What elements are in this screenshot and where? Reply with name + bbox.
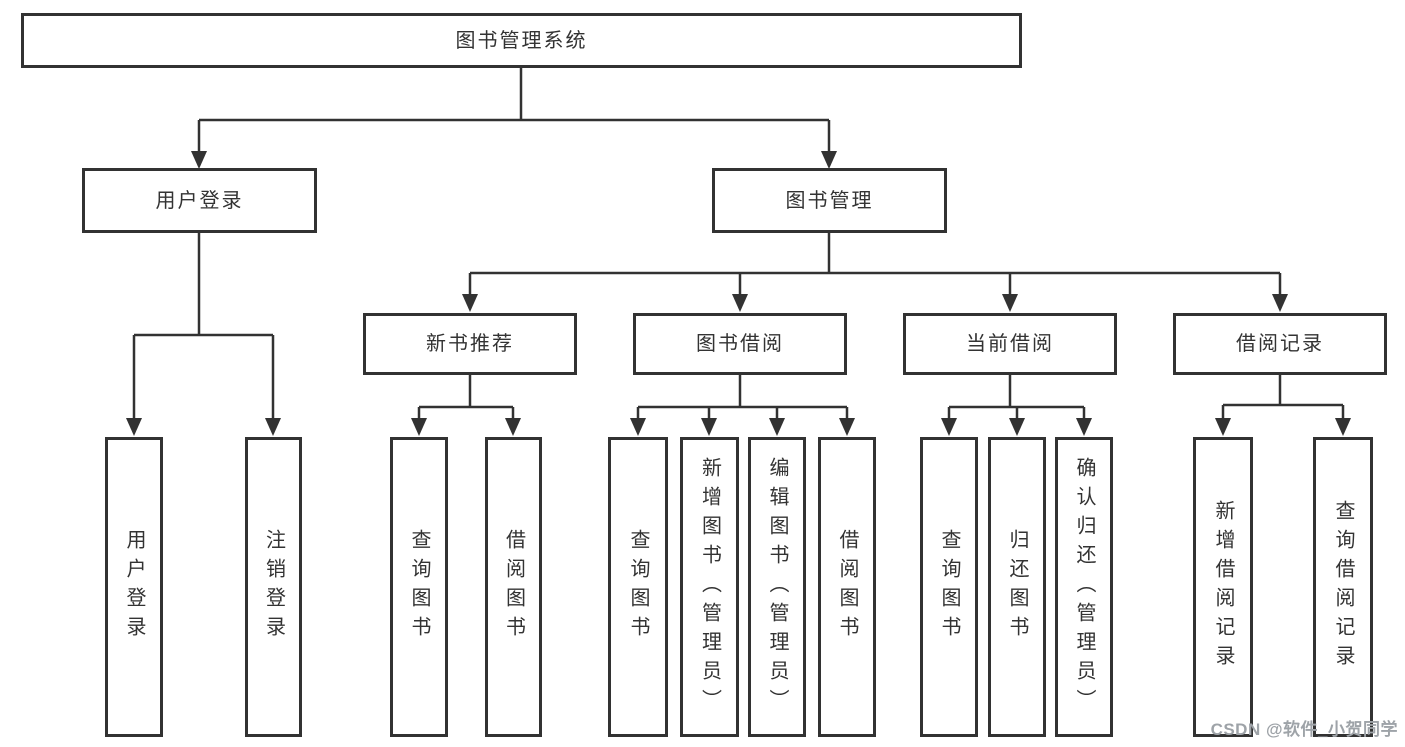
- node-current-borrow-label: 当前借阅: [966, 333, 1054, 355]
- edge-new-book-rec: [417, 375, 515, 421]
- arrow-down-icon: [1272, 294, 1288, 312]
- edge-borrow-records: [1221, 375, 1345, 421]
- node-leaf-br-add-record-label: 新增借阅记录: [1212, 500, 1234, 674]
- node-book-borrow: 图书借阅: [633, 313, 847, 375]
- node-leaf-cb-return-book: 归还图书: [988, 437, 1046, 737]
- node-leaf-bb-edit-book-label: 编辑图书（管理员）: [766, 456, 788, 718]
- node-root: 图书管理系统: [21, 13, 1022, 68]
- connector-paths: [132, 68, 1345, 421]
- arrow-down-icon: [126, 418, 142, 436]
- node-leaf-cb-query-book-label: 查询图书: [938, 529, 960, 645]
- arrow-down-icon: [411, 418, 427, 436]
- arrow-down-icon: [1215, 418, 1231, 436]
- node-borrow-records: 借阅记录: [1173, 313, 1387, 375]
- edge-book-mgmt: [468, 233, 1282, 297]
- node-leaf-rec-borrow-book-label: 借阅图书: [502, 529, 525, 645]
- edge-book-borrow: [636, 375, 849, 421]
- node-leaf-cb-confirm-return-label: 确认归还（管理员）: [1073, 456, 1095, 718]
- arrow-down-icon: [701, 418, 717, 436]
- node-borrow-records-label: 借阅记录: [1236, 333, 1324, 355]
- arrow-down-icon: [839, 418, 855, 436]
- arrowhead-icons: [126, 151, 1351, 436]
- edge-user-login: [132, 233, 275, 420]
- arrow-down-icon: [630, 418, 646, 436]
- arrow-down-icon: [191, 151, 207, 169]
- arrow-down-icon: [462, 294, 478, 312]
- node-leaf-bb-query-book: 查询图书: [608, 437, 668, 737]
- node-leaf-bb-borrow-book-label: 借阅图书: [836, 529, 858, 645]
- node-new-book-rec-label: 新书推荐: [426, 333, 514, 355]
- node-leaf-bb-add-book: 新增图书（管理员）: [680, 437, 739, 737]
- arrow-down-icon: [1009, 418, 1025, 436]
- csdn-watermark: CSDN @软件_小贺同学: [1210, 720, 1398, 739]
- node-book-mgmt: 图书管理: [712, 168, 947, 233]
- node-leaf-user-login: 用户登录: [105, 437, 163, 737]
- node-leaf-br-query-record-label: 查询借阅记录: [1332, 500, 1354, 674]
- arrow-down-icon: [941, 418, 957, 436]
- arrow-down-icon: [1002, 294, 1018, 312]
- node-leaf-cb-confirm-return: 确认归还（管理员）: [1055, 437, 1113, 737]
- node-leaf-rec-query-book: 查询图书: [390, 437, 448, 737]
- arrow-down-icon: [1076, 418, 1092, 436]
- node-leaf-bb-query-book-label: 查询图书: [627, 529, 649, 645]
- node-leaf-logout-label: 注销登录: [262, 529, 285, 645]
- node-leaf-rec-borrow-book: 借阅图书: [485, 437, 542, 737]
- node-leaf-logout: 注销登录: [245, 437, 302, 737]
- node-leaf-cb-return-book-label: 归还图书: [1006, 529, 1028, 645]
- node-leaf-br-query-record: 查询借阅记录: [1313, 437, 1373, 737]
- node-root-label: 图书管理系统: [455, 29, 588, 52]
- arrow-down-icon: [821, 151, 837, 169]
- node-leaf-bb-borrow-book: 借阅图书: [818, 437, 876, 737]
- arrow-down-icon: [505, 418, 521, 436]
- node-book-mgmt-label: 图书管理: [785, 189, 874, 212]
- edge-root: [197, 68, 831, 153]
- arrow-down-icon: [1335, 418, 1351, 436]
- node-leaf-cb-query-book: 查询图书: [920, 437, 978, 737]
- node-user-login: 用户登录: [82, 168, 317, 233]
- node-leaf-bb-add-book-label: 新增图书（管理员）: [698, 456, 721, 718]
- node-leaf-br-add-record: 新增借阅记录: [1193, 437, 1253, 737]
- node-leaf-rec-query-book-label: 查询图书: [408, 529, 430, 645]
- arrow-down-icon: [265, 418, 281, 436]
- node-book-borrow-label: 图书借阅: [696, 333, 784, 355]
- node-user-login-label: 用户登录: [155, 189, 244, 212]
- edge-current-borrow: [947, 375, 1086, 421]
- arrow-down-icon: [732, 294, 748, 312]
- node-current-borrow: 当前借阅: [903, 313, 1117, 375]
- node-new-book-rec: 新书推荐: [363, 313, 577, 375]
- node-leaf-user-login-label: 用户登录: [123, 529, 145, 645]
- node-leaf-bb-edit-book: 编辑图书（管理员）: [748, 437, 806, 737]
- arrow-down-icon: [769, 418, 785, 436]
